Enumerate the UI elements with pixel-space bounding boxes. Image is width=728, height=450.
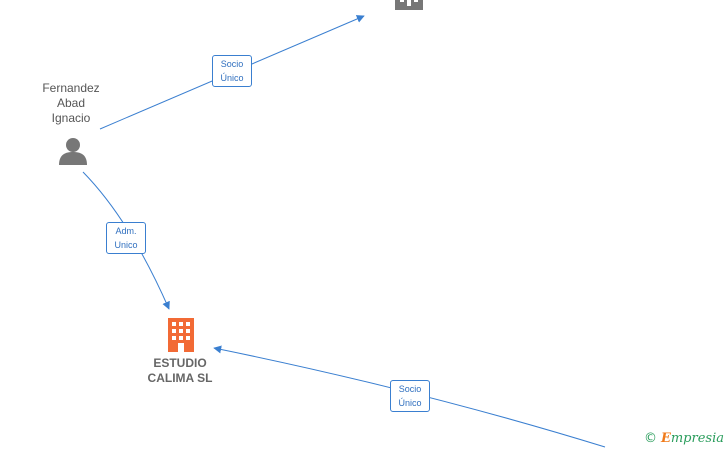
edge-label-line: Adm. (115, 226, 137, 236)
building-icon[interactable] (167, 318, 195, 352)
edge-label-line: Socio (220, 59, 244, 69)
brand-name: mpresia (670, 431, 724, 446)
edge-label-adm-unico[interactable]: Adm. Unico (106, 222, 146, 254)
building-icon[interactable] (393, 0, 425, 12)
empresia-watermark: ©Empresia (644, 431, 724, 446)
edge-label-line: Único (220, 73, 244, 83)
person-name[interactable]: Fernandez Abad Ignacio (42, 81, 100, 125)
company-name[interactable]: ESTUDIO CALIMA SL (147, 356, 213, 385)
edge-label-line: Socio (398, 384, 422, 394)
copyright-icon: © (643, 431, 657, 446)
edge-label-socio-unico[interactable]: Socio Único (212, 55, 252, 87)
brand-initial: E (660, 431, 671, 446)
edge-label-socio-unico[interactable]: Socio Único (390, 380, 430, 412)
person-icon[interactable] (58, 136, 88, 166)
edge-label-line: Unico (114, 240, 138, 250)
edge-label-line: Único (398, 398, 422, 408)
